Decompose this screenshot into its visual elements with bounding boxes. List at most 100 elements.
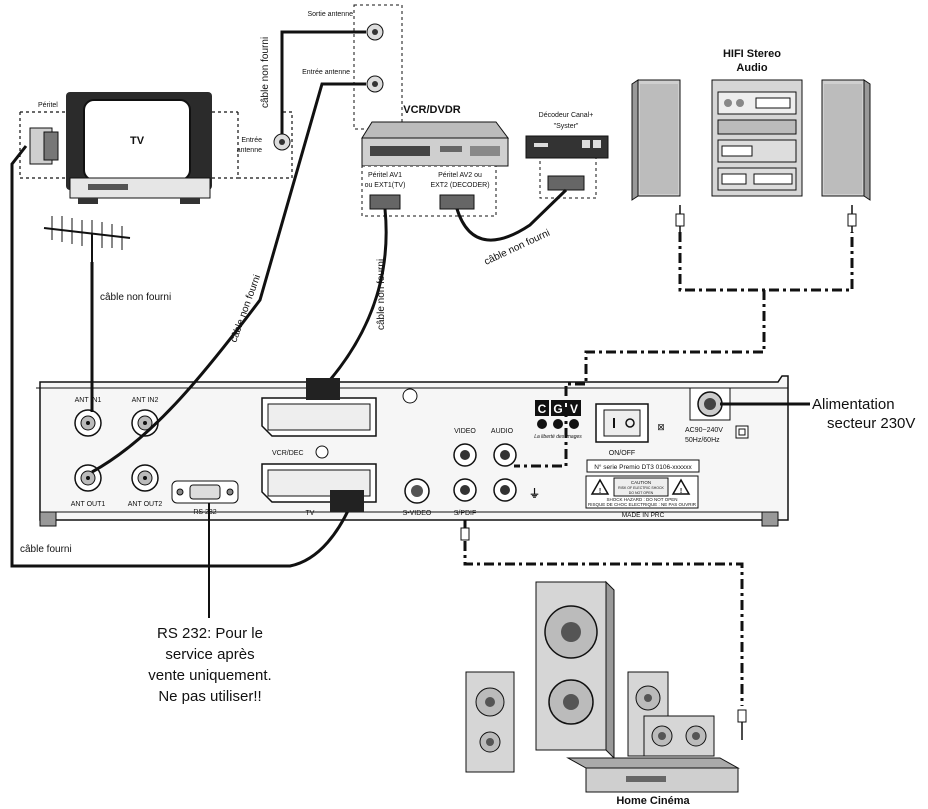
caution-line2: RISK OF ELECTRIC SHOCK: [618, 486, 664, 490]
weee-bin-icon: ⊠: [657, 422, 665, 432]
entree-antenne-label: Entrée antenne: [302, 69, 350, 76]
cable-fourni-label: câble fourni: [20, 544, 72, 555]
tv-scart-plug: [330, 490, 364, 512]
vcr-av2-scart: [439, 194, 475, 210]
hifi-left-speaker: [631, 79, 681, 201]
rs232-note-line2: service après: [165, 646, 254, 663]
brand-tagline: La liberté des images: [534, 434, 582, 440]
vcr-to-tv-antenna-cable: [280, 30, 366, 134]
audio-to-hifi-cable: [514, 232, 854, 468]
rs232-note-line1: RS 232: Pour le: [157, 625, 263, 642]
caution-line1: CAUTION: [631, 480, 651, 485]
audio-r-rca-port: [493, 443, 517, 467]
rs232-note-line3: vente uniquement.: [148, 667, 271, 684]
ant-in1-connector: [74, 409, 102, 437]
ant-out1-cable-label: câble non fourni: [228, 273, 263, 344]
hifi-center-unit: [711, 79, 803, 197]
alimentation-line2: secteur 230V: [827, 415, 915, 432]
video-label: VIDEO: [454, 428, 476, 435]
tv-dashed-outline: [19, 111, 293, 179]
decoder-label-line1: Décodeur Canal+: [539, 112, 594, 119]
serial-sticker: [586, 459, 700, 473]
home-cinema-speakers: [465, 580, 740, 793]
scart-screw-icon: [315, 445, 329, 459]
vcr-av2-line2: EXT2 (DECODER): [430, 182, 489, 189]
vcr-tv-antenna-cable-label: câble non fourni: [260, 37, 271, 108]
ant-out1-label: ANT OUT1: [71, 501, 106, 508]
vcr-sortie-antenne-connector: [366, 23, 384, 41]
ant-in1-label: ANT IN1: [75, 397, 102, 404]
ant-in2-connector: [131, 409, 159, 437]
panel-screw-icon: [402, 388, 418, 404]
power-rating-line1: AC90~240V: [685, 427, 723, 434]
decoder-label-line2: "Syster": [554, 123, 579, 130]
svg-text:C: C: [538, 402, 547, 416]
ant-out2-label: ANT OUT2: [128, 501, 163, 508]
ant-in2-label: ANT IN2: [132, 397, 159, 404]
ant-out1-to-vcr-cable: [91, 82, 366, 474]
tv-entree-antenne-line2: antenne: [237, 147, 262, 154]
vcr-av2-line1: Péritel AV2 ou: [438, 172, 482, 179]
decoder-scart: [547, 175, 585, 191]
spdif-to-home-cinema-cable: [463, 520, 744, 706]
tv-scart-cable: [10, 145, 354, 568]
cgv-logo: C G V: [535, 400, 581, 429]
warning-right-icon: !: [680, 488, 682, 495]
antenna-cable-label: câble non fourni: [100, 292, 171, 303]
svg-text:G: G: [553, 402, 562, 416]
hifi-title-line1: HIFI Stereo: [723, 48, 781, 60]
sortie-antenne-label: Sortie antenne: [307, 11, 353, 18]
vcr-av1-scart: [369, 194, 401, 210]
tv-antenna-input: Entrée antenne: [237, 133, 291, 154]
vcr-av1-to-receiver-cable: [320, 208, 388, 399]
rs232-note-line4: Ne pas utiliser!!: [158, 688, 261, 705]
hifi-title-line2: Audio: [736, 62, 767, 74]
video-rca-port: [453, 443, 477, 467]
tv-device: TV: [66, 92, 212, 204]
vcr-dec-scart-plug: [306, 378, 340, 400]
spdif-label: S/PDIF: [454, 510, 477, 517]
scart-vcr-dec-label: VCR/DEC: [272, 450, 304, 457]
vcr-title: VCR/DVDR: [403, 104, 461, 116]
rs232-port-label: RS 232: [193, 509, 216, 516]
vcr-av1-cable-label: câble non fourni: [376, 259, 387, 330]
home-cinema-plug: [737, 709, 747, 723]
scart-tv-label: TV: [306, 510, 315, 517]
rs232-port: [171, 480, 239, 504]
hifi-rca-left-plug: [675, 205, 685, 232]
tv-label: TV: [130, 135, 145, 147]
s-video-port: [404, 478, 430, 504]
audio-l-rca-port: [493, 478, 517, 502]
vcr-av1-line2: ou EXT1(TV): [365, 182, 406, 189]
power-rating-line2: 50Hz/60Hz: [685, 437, 720, 444]
peritel-label: Péritel: [38, 102, 58, 109]
tv-entree-antenne-line1: Entrée: [241, 137, 262, 144]
vcr-antenna-dashed-box: [353, 4, 403, 130]
antenna-icon: [43, 216, 131, 262]
audio-label: AUDIO: [491, 428, 514, 435]
on-off-label: ON/OFF: [609, 450, 635, 457]
hifi-right-speaker: [821, 79, 871, 201]
svg-text:V: V: [570, 402, 578, 416]
serial-text: N° serie Premio DT3 0106-xxxxxx: [594, 463, 692, 471]
alimentation-line1: Alimentation: [812, 396, 895, 413]
decoder-device: [525, 135, 609, 159]
vcr-av1-line1: Péritel AV1: [368, 172, 402, 179]
home-cinema-title: Home Cinéma: [616, 795, 690, 807]
shock-hazard-line2: RISQUE DE CHOC ELECTRIQUE : NE PAS OUVRI…: [588, 502, 697, 507]
vcr-av2-to-decoder-cable: [455, 188, 568, 242]
tv-scart-connector: [29, 127, 59, 165]
caution-line3: DO NOT OPEN: [629, 491, 654, 495]
spdif-rca-port: [453, 478, 477, 502]
ant-out2-connector: [131, 464, 159, 492]
vcr-device: [361, 121, 509, 167]
vcr-entree-antenne-connector: [366, 75, 384, 93]
power-switch[interactable]: [595, 403, 649, 443]
shock-hazard-line1: SHOCK HAZARD : DO NOT OPEN: [607, 497, 678, 502]
warning-sticker: ! !: [585, 475, 699, 509]
hifi-rca-right-plug: [847, 205, 857, 232]
spdif-plug: [460, 527, 470, 541]
warning-left-icon: !: [599, 488, 601, 495]
made-in-label: MADE IN PRC: [622, 512, 665, 519]
